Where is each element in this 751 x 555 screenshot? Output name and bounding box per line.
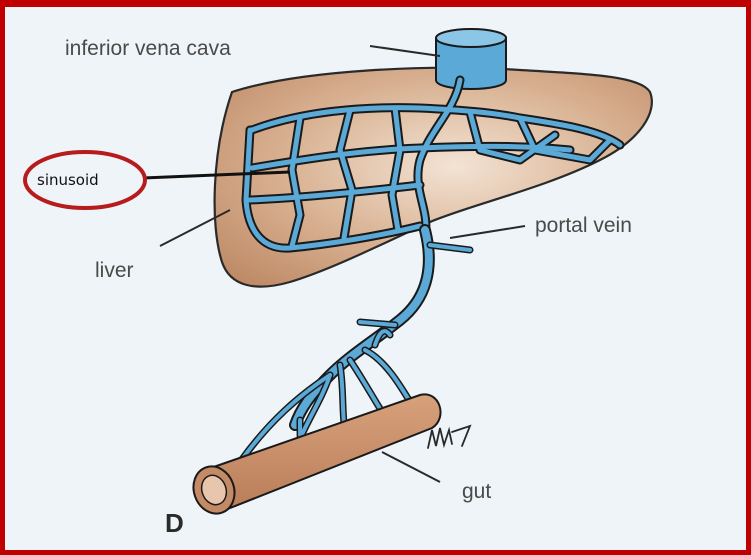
label-liver: liver — [95, 259, 134, 282]
panel-label: D — [165, 508, 184, 538]
inferior-vena-cava — [436, 29, 506, 89]
label-inferior-vena-cava: inferior vena cava — [65, 37, 231, 60]
signature-mark — [428, 426, 470, 448]
portal-circulation-diagram: inferior vena cava sinusoid portal vein … — [5, 7, 746, 550]
label-sinusoid: sinusoid — [37, 171, 99, 189]
label-portal-vein: portal vein — [535, 214, 632, 237]
label-gut: gut — [462, 480, 491, 503]
